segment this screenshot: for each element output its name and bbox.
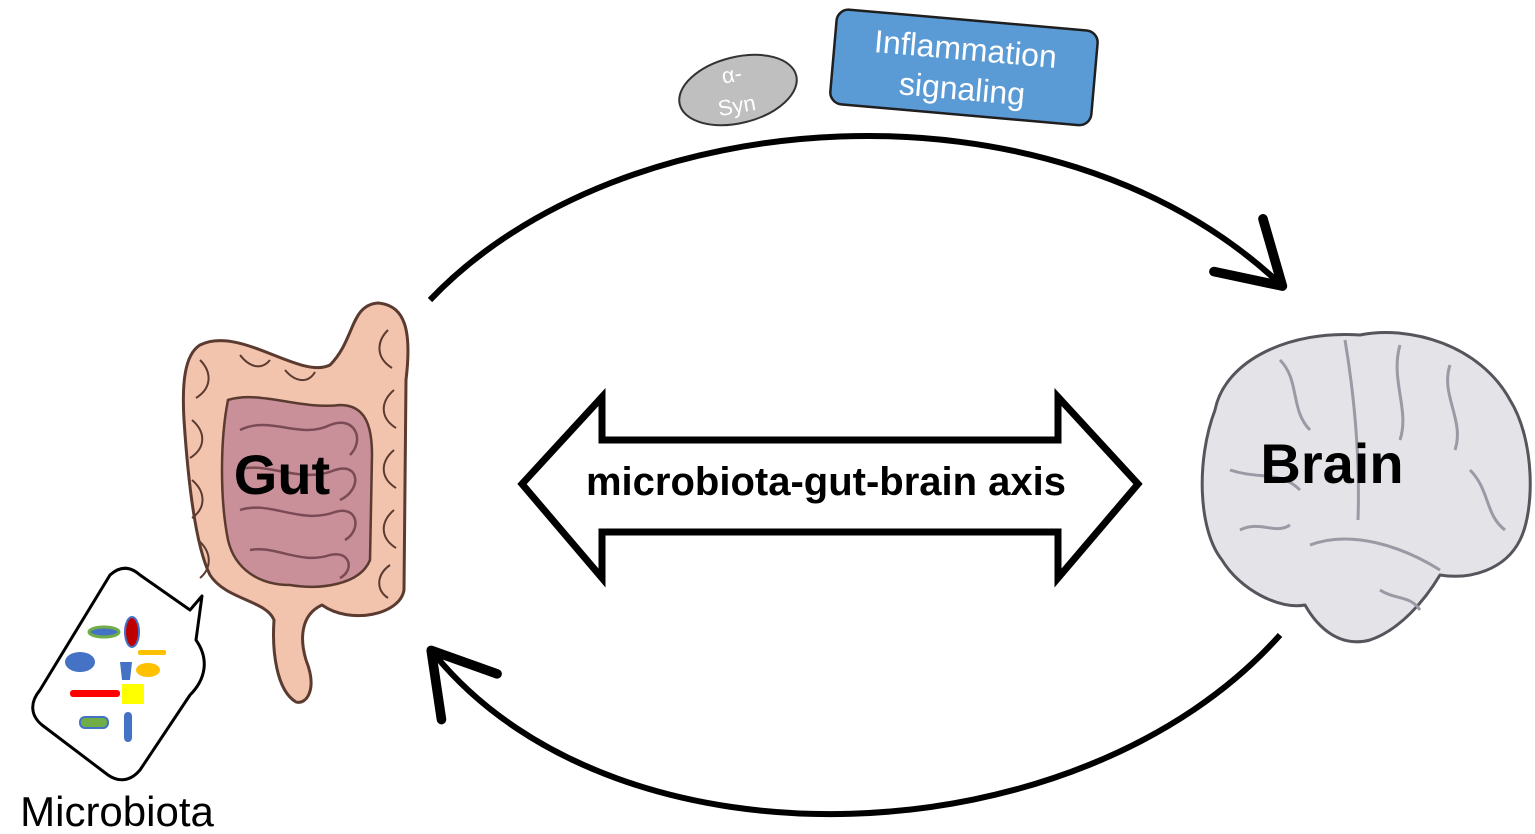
microbe — [70, 690, 120, 697]
microbe — [124, 616, 140, 648]
gut-label: Gut — [234, 443, 330, 506]
gut-to-brain-arrow — [427, 132, 1288, 303]
brain-shape — [1200, 331, 1532, 644]
microbe — [138, 650, 166, 655]
microbe — [120, 662, 132, 680]
small-intestine — [220, 395, 374, 588]
microbe — [79, 716, 109, 729]
microbe — [122, 684, 144, 704]
microbe — [136, 663, 160, 677]
alpha-syn-label-line1: α- — [720, 61, 744, 89]
microbiota-label: Microbiota — [20, 788, 214, 834]
microbiota-bubble — [31, 566, 206, 782]
brain-illustration — [1200, 331, 1532, 644]
microbe — [87, 625, 121, 639]
gut-illustration — [181, 301, 410, 704]
alpha-syn-badge: α- Syn — [678, 53, 798, 127]
microbe — [124, 712, 132, 742]
brain-label: Brain — [1260, 432, 1403, 495]
bidirectional-axis-arrow — [517, 388, 1143, 588]
microbe — [65, 652, 95, 672]
alpha-syn-ellipse — [678, 53, 798, 127]
brain-to-gut-arrow — [426, 633, 1283, 818]
axis-label: microbiota-gut-brain axis — [586, 460, 1066, 504]
inflammation-box — [829, 8, 1099, 127]
microbiota-bubble-shape — [31, 566, 206, 782]
inflammation-signaling-badge: Inflammation signaling — [829, 8, 1099, 127]
